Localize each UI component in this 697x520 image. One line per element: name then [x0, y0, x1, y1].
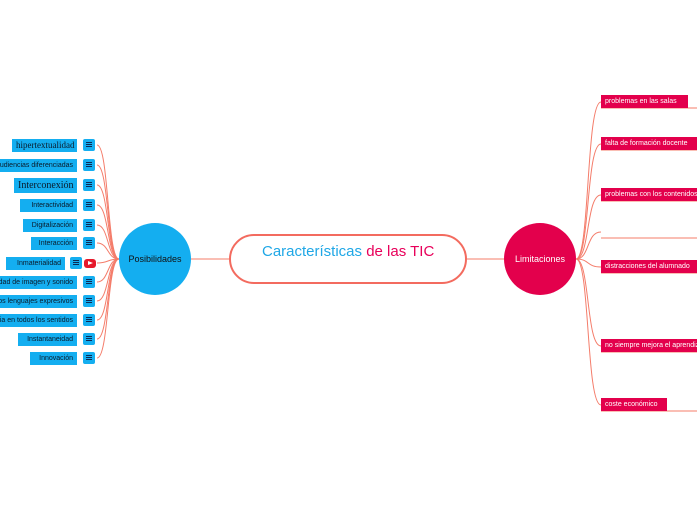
hub-limitaciones[interactable]: Limitaciones: [504, 223, 576, 295]
central-topic[interactable]: Características de las TIC: [229, 234, 467, 284]
connector-left-2: [96, 184, 120, 260]
central-topic-part2: de las TIC: [366, 243, 435, 260]
topic-digitalizacion[interactable]: Digitalización: [23, 219, 77, 232]
central-topic-label: Características de las TIC: [262, 242, 452, 261]
hub-limitaciones-label: Limitaciones: [514, 254, 566, 264]
youtube-icon[interactable]: [84, 259, 96, 268]
topic-coste-economico[interactable]: coste económico: [601, 398, 667, 411]
connector-right-6: [575, 258, 602, 406]
topic-falta-formacion[interactable]: falta de formación docente: [601, 137, 697, 150]
notes-icon[interactable]: [83, 295, 95, 307]
notes-icon[interactable]: [83, 139, 95, 151]
notes-icon[interactable]: [83, 179, 95, 191]
connector-right-1: [575, 143, 602, 260]
topic-distracciones[interactable]: distracciones del alumnado: [601, 260, 697, 273]
notes-icon[interactable]: [70, 257, 82, 269]
notes-icon[interactable]: [83, 314, 95, 326]
connector-right-3: [575, 231, 602, 260]
notes-icon[interactable]: [83, 352, 95, 364]
connector-right-4: [575, 258, 602, 268]
connector-left-5: [96, 242, 120, 260]
notes-icon[interactable]: [83, 159, 95, 171]
topic-no-siempre-mejora[interactable]: no siempre mejora el aprendizaje: [601, 339, 697, 352]
topic-nuevos-lenguajes[interactable]: Nuevos lenguajes expresivos: [0, 295, 77, 308]
hub-posibilidades-label: Posibilidades: [128, 254, 182, 264]
topic-calidad-imagen-sonido[interactable]: Calidad de imagen y sonido: [0, 276, 77, 289]
connector-left-3: [96, 204, 120, 260]
topic-hipertextualidad[interactable]: hipertextualidad: [12, 139, 77, 152]
notes-icon[interactable]: [83, 333, 95, 345]
topic-innovacion[interactable]: Innovación: [30, 352, 77, 365]
hub-posibilidades[interactable]: Posibilidades: [119, 223, 191, 295]
notes-icon[interactable]: [83, 219, 95, 231]
topic-audiencias-diferenciadas[interactable]: Audiencias diferenciadas: [0, 159, 77, 172]
topic-interaccion[interactable]: Interacción: [31, 237, 77, 250]
topic-problemas-salas[interactable]: problemas en las salas: [601, 95, 688, 108]
topic-instantaneidad[interactable]: Instantaneidad: [18, 333, 77, 346]
notes-icon[interactable]: [83, 199, 95, 211]
connector-left-11: [96, 258, 120, 359]
topic-interactividad[interactable]: Interactividad: [20, 199, 77, 212]
topic-influencia-sentidos[interactable]: Influencia en todos los sentidos: [0, 314, 77, 327]
notes-icon[interactable]: [83, 237, 95, 249]
connector-left-0: [96, 144, 120, 260]
notes-icon[interactable]: [83, 276, 95, 288]
connector-right-0: [575, 101, 602, 260]
topic-problemas-contenidos[interactable]: problemas con los contenidos: [601, 188, 697, 201]
connector-left-1: [96, 164, 120, 260]
connector-left-4: [96, 224, 120, 260]
connector-left-8: [96, 258, 120, 302]
central-topic-part1: Características: [262, 243, 363, 260]
topic-inmaterialidad[interactable]: Inmaterialidad: [6, 257, 65, 270]
connector-right-5: [575, 258, 602, 347]
connector-right-2: [575, 194, 602, 260]
topic-interconexion[interactable]: Interconexión: [14, 178, 77, 193]
